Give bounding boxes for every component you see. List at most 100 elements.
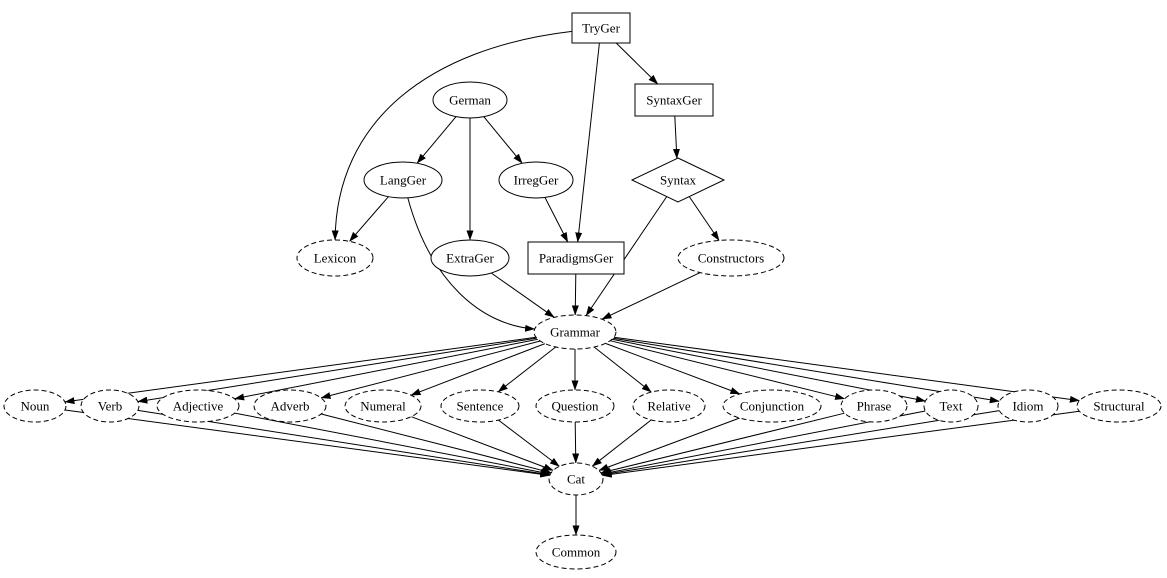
edge-Grammar-Noun bbox=[64, 336, 537, 405]
edge-Grammar-Adverb bbox=[320, 340, 541, 399]
node-Adjective: Adjective bbox=[156, 389, 240, 423]
node-label: Adverb bbox=[271, 399, 310, 414]
edge-Syntax-Constructors bbox=[688, 196, 720, 241]
edge-German-IrregGer bbox=[483, 116, 523, 164]
edge-Numeral-Cat bbox=[411, 416, 554, 471]
node-Verb: Verb bbox=[80, 389, 140, 423]
node-label: Structural bbox=[1093, 399, 1145, 414]
node-label: Cat bbox=[567, 472, 585, 487]
node-Sentence: Sentence bbox=[440, 389, 520, 423]
edges-layer bbox=[64, 30, 1080, 536]
node-label: SyntaxGer bbox=[646, 93, 702, 108]
edge-Syntax-Grammar bbox=[585, 196, 668, 317]
box-shape bbox=[634, 83, 714, 117]
edge-SyntaxGer-Syntax bbox=[672, 115, 680, 159]
node-Phrase: Phrase bbox=[840, 389, 908, 423]
ellipse-shape bbox=[344, 389, 422, 423]
ellipse-shape bbox=[923, 389, 979, 423]
node-Relative: Relative bbox=[632, 389, 706, 423]
node-Conjunction: Conjunction bbox=[722, 389, 822, 423]
node-label: Common bbox=[552, 545, 601, 560]
node-SyntaxGer: SyntaxGer bbox=[634, 83, 714, 117]
node-Idiom: Idiom bbox=[997, 389, 1059, 423]
edge-TryGer-SyntaxGer bbox=[615, 42, 659, 85]
node-label: IrregGer bbox=[514, 173, 559, 188]
node-IrregGer: IrregGer bbox=[498, 161, 574, 199]
ellipse-shape bbox=[1076, 389, 1162, 423]
edge-ParadigmsGer-Grammar bbox=[571, 273, 579, 316]
node-label: Sentence bbox=[457, 399, 504, 414]
edge-Grammar-Numeral bbox=[410, 343, 546, 396]
node-Grammar: Grammar bbox=[533, 314, 617, 350]
node-ExtraGer: ExtraGer bbox=[430, 239, 510, 277]
edge-German-LangGer bbox=[416, 116, 457, 164]
node-Noun: Noun bbox=[3, 389, 67, 423]
ellipse-shape bbox=[253, 389, 327, 423]
node-label: Numeral bbox=[360, 399, 406, 414]
ellipse-shape bbox=[363, 161, 443, 199]
edge-Grammar-Structural bbox=[613, 336, 1080, 403]
ellipse-shape bbox=[3, 389, 67, 423]
node-label: Relative bbox=[647, 399, 691, 414]
node-label: German bbox=[449, 93, 491, 108]
ellipse-shape bbox=[533, 314, 617, 350]
node-Lexicon: Lexicon bbox=[296, 239, 374, 277]
node-label: Conjunction bbox=[740, 399, 805, 414]
ellipse-shape bbox=[156, 389, 240, 423]
edge-Grammar-Sentence bbox=[497, 346, 557, 393]
edge-Phrase-Cat bbox=[600, 412, 845, 475]
edge-Noun-Cat bbox=[64, 409, 551, 478]
node-label: ExtraGer bbox=[446, 251, 494, 266]
node-label: Grammar bbox=[550, 325, 600, 340]
edge-LangGer-Lexicon bbox=[349, 196, 389, 242]
node-Constructors: Constructors bbox=[677, 239, 785, 277]
node-label: Syntax bbox=[660, 173, 697, 188]
node-label: TryGer bbox=[582, 21, 620, 36]
node-label: Adjective bbox=[173, 399, 224, 414]
node-Common: Common bbox=[535, 534, 617, 570]
box-shape bbox=[571, 12, 631, 44]
ellipse-shape bbox=[677, 239, 785, 277]
node-label: LangGer bbox=[380, 173, 427, 188]
node-TryGer: TryGer bbox=[571, 12, 631, 44]
edge-Idiom-Cat bbox=[601, 410, 1000, 477]
node-Numeral: Numeral bbox=[344, 389, 422, 423]
ellipse-shape bbox=[535, 389, 615, 423]
edge-TryGer-ParadigmsGer bbox=[575, 42, 600, 243]
ellipse-shape bbox=[997, 389, 1059, 423]
edge-TryGer-Lexicon bbox=[331, 30, 573, 241]
node-Syntax: Syntax bbox=[630, 157, 726, 203]
ellipse-shape bbox=[432, 81, 508, 119]
node-Cat: Cat bbox=[548, 462, 604, 496]
ellipse-shape bbox=[840, 389, 908, 423]
ellipse-shape bbox=[296, 239, 374, 277]
edge-Question-Cat bbox=[572, 421, 580, 464]
node-ParadigmsGer: ParadigmsGer bbox=[527, 241, 625, 275]
node-LangGer: LangGer bbox=[363, 161, 443, 199]
edge-Sentence-Cat bbox=[498, 419, 560, 467]
node-German: German bbox=[432, 81, 508, 119]
edge-IrregGer-ParadigmsGer bbox=[544, 197, 569, 243]
node-label: Constructors bbox=[698, 251, 764, 266]
ellipse-shape bbox=[535, 534, 617, 570]
edge-Structural-Cat bbox=[601, 410, 1080, 478]
node-Text: Text bbox=[923, 389, 979, 423]
edge-Relative-Cat bbox=[591, 419, 652, 467]
edge-Adverb-Cat bbox=[321, 413, 552, 474]
ellipse-shape bbox=[548, 462, 604, 496]
node-label: Noun bbox=[21, 399, 50, 414]
node-label: Lexicon bbox=[314, 251, 357, 266]
ellipse-shape bbox=[498, 161, 574, 199]
box-shape bbox=[527, 241, 625, 275]
ellipse-shape bbox=[80, 389, 140, 423]
diamond-shape bbox=[630, 157, 726, 203]
node-label: Verb bbox=[98, 399, 123, 414]
edge-Grammar-Adjective bbox=[234, 338, 538, 401]
node-label: Text bbox=[940, 399, 963, 414]
node-label: Question bbox=[552, 399, 599, 414]
node-Question: Question bbox=[535, 389, 615, 423]
edge-Grammar-Conjunction bbox=[605, 342, 741, 395]
edge-LangGer-Grammar bbox=[407, 197, 536, 332]
